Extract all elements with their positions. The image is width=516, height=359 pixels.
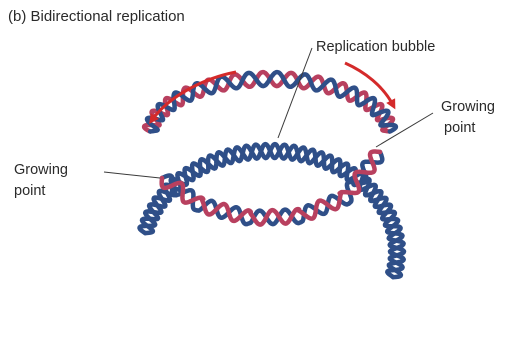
right-growing-point-label-line2: point [444,120,475,136]
left-growing-point-label-line1: Growing [14,162,68,178]
left-growing-point-label-line2: point [14,183,45,199]
replication-bubble-label: Replication bubble [316,39,435,55]
right-growing-point-label-line1: Growing [441,99,495,115]
figure-title: (b) Bidirectional replication [8,8,185,25]
bubble-leader-line [278,48,312,138]
dna-helices [140,72,405,277]
left-growing-point-leader [104,172,160,178]
